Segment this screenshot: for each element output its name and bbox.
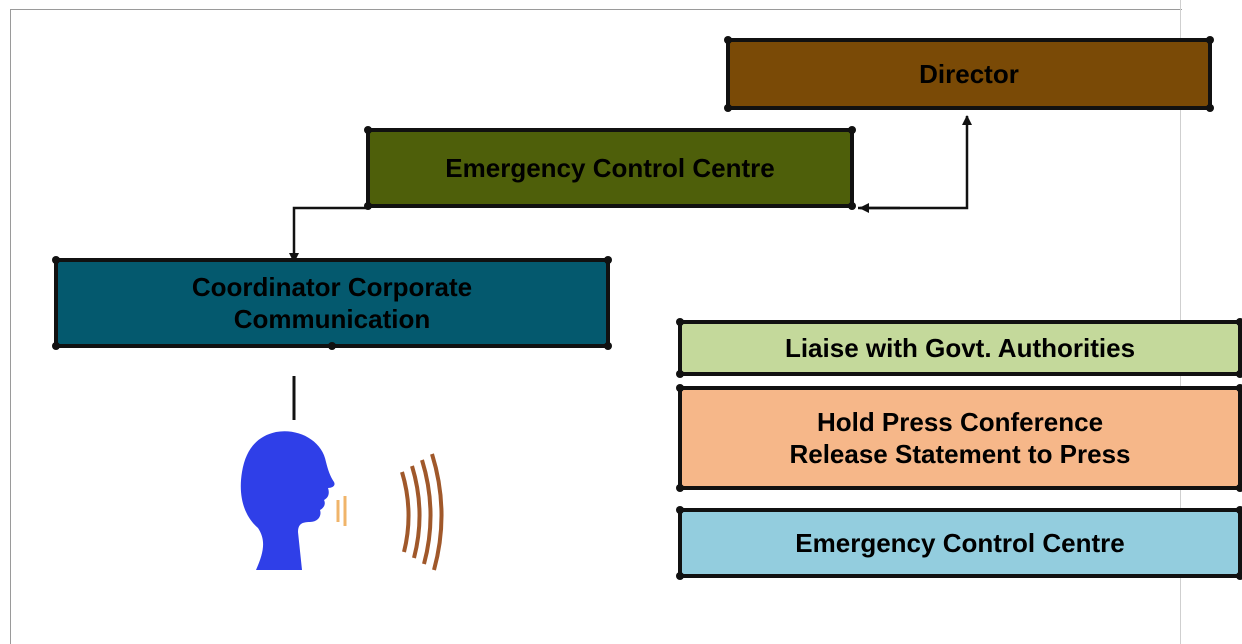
sound-waves-icon <box>336 453 444 571</box>
director-label: Director <box>919 59 1019 89</box>
coordinator-corporate-communication-box: Coordinator Corporate Communication <box>52 256 612 350</box>
press-conference-box: Hold Press Conference Release Statement … <box>676 384 1242 492</box>
connector-ecc-to-director <box>858 115 972 210</box>
press-label: Hold Press Conference Release Statement … <box>789 407 1131 469</box>
diagram-frame-left <box>10 10 11 644</box>
liaise-label: Liaise with Govt. Authorities <box>784 333 1136 363</box>
emergency-control-centre-label-top: Emergency Control Centre <box>445 153 775 183</box>
emergency-control-centre-box-bottom: Emergency Control Centre <box>676 506 1242 580</box>
diagram-frame-top <box>10 9 1182 10</box>
liaise-govt-authorities-box: Liaise with Govt. Authorities <box>676 318 1242 378</box>
connector-ecc-to-coordinator <box>289 206 366 263</box>
director-box: Director <box>724 36 1214 112</box>
emergency-control-centre-label-bottom: Emergency Control Centre <box>795 528 1125 558</box>
coordinator-label: Coordinator Corporate Communication <box>191 272 473 334</box>
speaking-person-icon <box>240 431 335 570</box>
emergency-control-centre-box-top: Emergency Control Centre <box>364 126 856 210</box>
